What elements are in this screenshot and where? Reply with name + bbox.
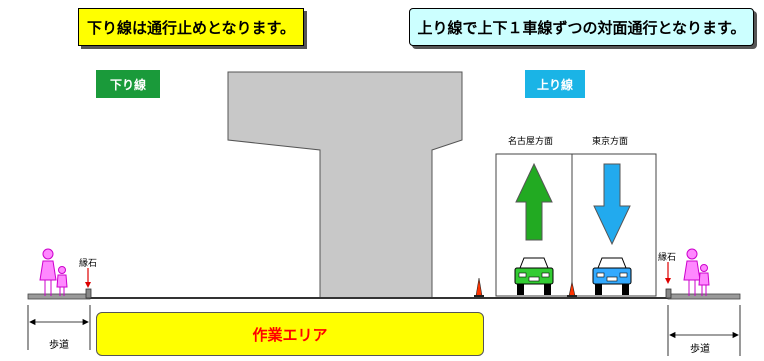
sidewalk-label-right: 歩道 [690, 344, 710, 355]
direction-nagoya: 名古屋方面 [508, 137, 554, 147]
work-area-label: 作業エリア [252, 325, 328, 344]
traffic-cone-center-icon [567, 281, 577, 297]
car-blue-icon [592, 257, 632, 295]
curb-label-left: 縁石 [79, 259, 98, 269]
notice-contraflow: 上り線で上下１車線ずつの対面通行となります。 [409, 8, 754, 46]
dimension-sidewalk-right [667, 305, 741, 356]
sidewalk-right [667, 293, 741, 300]
arrow-up-icon [515, 162, 553, 241]
direction-tokyo: 東京方面 [592, 137, 629, 147]
arrow-down-icon [593, 163, 631, 246]
traffic-cone-icon [474, 277, 484, 297]
curb-arrow-left [85, 268, 91, 288]
pedestrian-left-icon [39, 248, 68, 296]
bridge-pier [227, 71, 463, 299]
notice-closed: 下り線は通行止めとなります。 [78, 8, 304, 46]
curb-label-right: 縁石 [658, 253, 677, 263]
curb-left [85, 288, 92, 299]
up-line-tag: 上り線 [525, 70, 585, 98]
sidewalk-label-left: 歩道 [49, 340, 69, 351]
dimension-sidewalk-left [27, 305, 91, 350]
sidewalk-left [27, 293, 91, 300]
curb-arrow-right [665, 262, 671, 284]
down-line-tag: 下り線 [96, 70, 160, 98]
work-area: 作業エリア [96, 312, 484, 356]
car-green-icon [514, 257, 554, 295]
curb-right [665, 288, 672, 299]
pedestrian-right-icon [683, 248, 710, 296]
